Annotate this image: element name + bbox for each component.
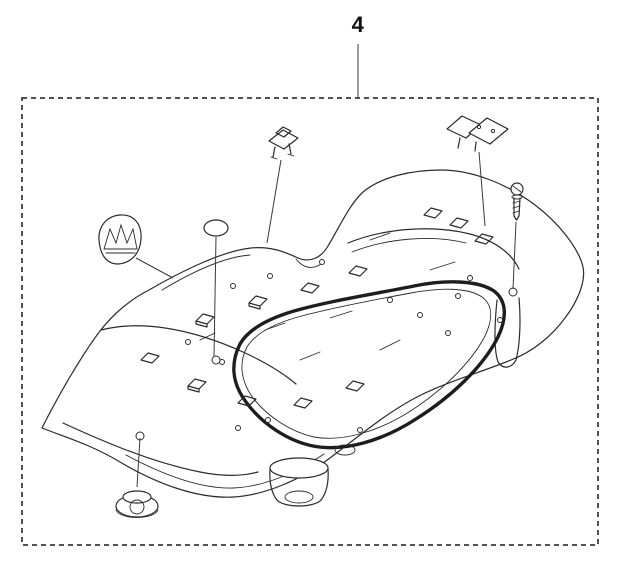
center-notch [295, 258, 322, 268]
part-callout-label: 4 [351, 12, 365, 37]
top-left-rim [161, 254, 251, 291]
chassis-cover-body [41, 169, 585, 507]
clip-small [266, 126, 299, 244]
rubber-seal-gasket [232, 280, 506, 450]
clip-assembly-leader-line [478, 151, 486, 227]
button-leader-line [213, 236, 217, 358]
surface-detail-lines [199, 232, 456, 361]
clip-leader-line [266, 159, 282, 244]
wheel-cap [115, 437, 159, 518]
brand-emblem [98, 214, 174, 279]
gasket-inner-line [241, 288, 492, 439]
right-side-wall [494, 297, 521, 368]
cover-button [203, 219, 229, 358]
front-cylinder [269, 444, 356, 507]
clip-pockets [140, 207, 494, 409]
cap-leader-line [136, 437, 141, 488]
screw-leader-line [512, 221, 517, 290]
body-outline [41, 169, 585, 498]
screw [510, 182, 524, 290]
clip-assembly [446, 115, 509, 227]
rear-wing-edge [347, 228, 520, 270]
screw-bosses [135, 259, 518, 441]
front-wing-rim [62, 422, 259, 476]
front-wing-edge [100, 325, 297, 385]
boundary-box [21, 97, 599, 546]
rear-wing-edge-inner [351, 237, 467, 253]
emblem-leader-line [135, 257, 174, 279]
